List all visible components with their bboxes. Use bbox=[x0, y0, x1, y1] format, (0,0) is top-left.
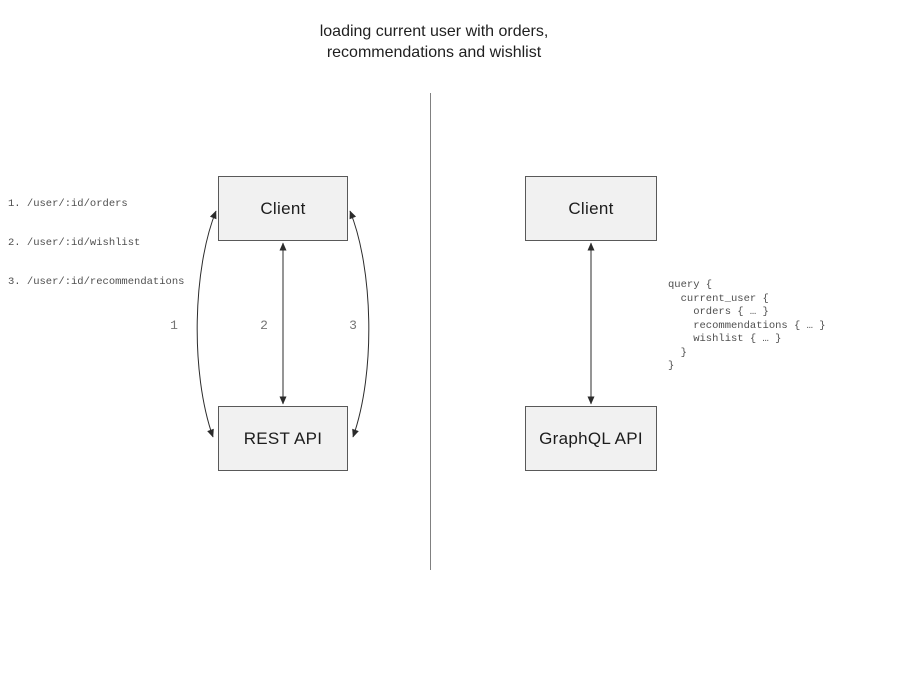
rest-client-label: Client bbox=[260, 198, 306, 218]
graphql-client-label: Client bbox=[568, 198, 614, 218]
graphql-client-box: Client bbox=[525, 176, 657, 241]
page-title-line-2: recommendations and wishlist bbox=[326, 44, 542, 61]
endpoint-item-wishlist: 2. /user/:id/wishlist bbox=[8, 237, 141, 249]
rest-arrow-1-curve bbox=[196, 210, 217, 438]
rest-client-box: Client bbox=[218, 176, 348, 241]
page-title: loading current user with orders, recomm… bbox=[234, 21, 634, 63]
arrow-label-1: 1 bbox=[170, 318, 178, 333]
graphql-query-code: query { current_user { orders { … } reco… bbox=[668, 279, 826, 372]
rest-api-label: REST API bbox=[243, 428, 323, 448]
rest-endpoint-list: 1. /user/:id/orders 2. /user/:id/wishlis… bbox=[8, 172, 184, 315]
graphql-api-label: GraphQL API bbox=[539, 428, 643, 448]
page-title-line-1: loading current user with orders, bbox=[319, 23, 549, 40]
endpoint-item-recommendations: 3. /user/:id/recommendations bbox=[8, 276, 185, 288]
rest-api-box: REST API bbox=[218, 406, 348, 471]
graphql-api-box: GraphQL API bbox=[525, 406, 657, 471]
arrow-label-3: 3 bbox=[349, 318, 357, 333]
arrow-label-2: 2 bbox=[260, 318, 268, 333]
endpoint-item-orders: 1. /user/:id/orders bbox=[8, 198, 128, 210]
panel-divider bbox=[430, 93, 431, 570]
